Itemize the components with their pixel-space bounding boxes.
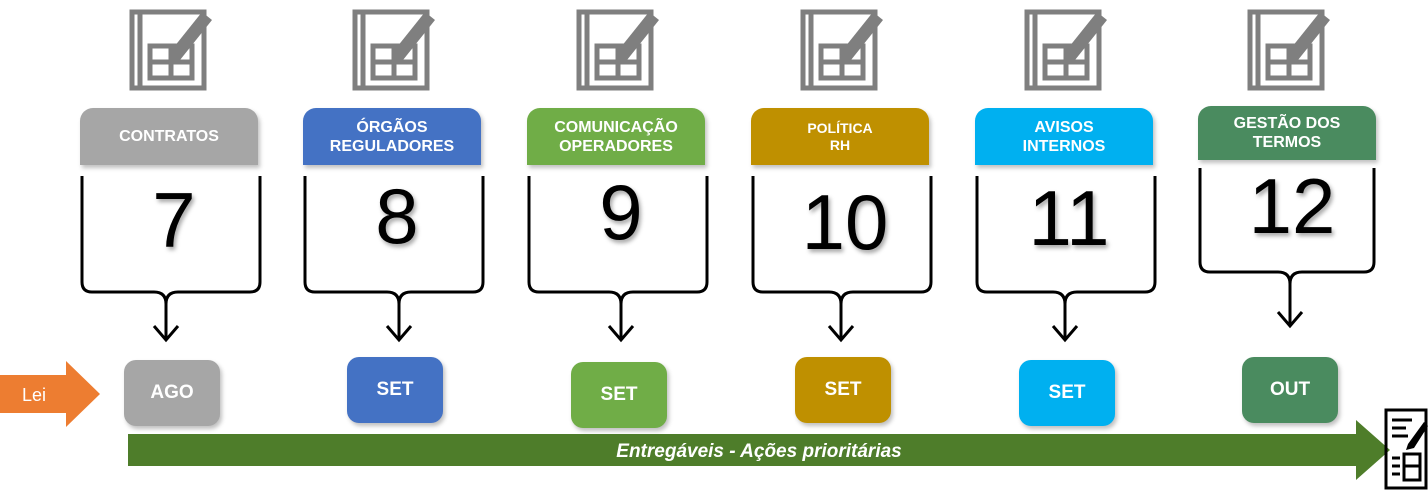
item-number: 10 [801,178,889,266]
deliverable-label: SET [1048,382,1086,403]
lei-arrow: Lei [0,361,102,427]
deliverable-badge: AGO [124,360,220,426]
blueprint-pencil-icon [1024,9,1107,91]
deliverable-label: SET [376,379,414,400]
blueprint-pencil-icon [352,9,435,91]
deliverable-label: AGO [150,382,194,403]
timeline-label: Entregáveis - Ações prioritárias [616,441,902,462]
bracket-arrow [975,176,1157,343]
bracket-arrow [80,176,262,343]
blueprint-pencil-icon [1247,9,1330,91]
bracket-arrow [751,176,933,343]
category-header: ÓRGÃOS REGULADORES [303,108,481,165]
deliverable-badge: SET [347,357,443,423]
lei-arrow-shape [0,361,100,427]
category-label: ÓRGÃOS REGULADORES [329,118,455,155]
item-number: 9 [599,168,643,256]
category-label: GESTÃO DOS TERMOS [1233,115,1341,151]
category-header: POLÍTICA RH [751,108,929,165]
column-gestao-dos-termos: GESTÃO DOS TERMOS 12 [1198,0,1388,430]
column-avisos-internos: AVISOS INTERNOS 11 [975,0,1165,430]
category-label: COMUNICAÇÃO OPERADORES [554,118,678,155]
deliverable-badge: SET [795,357,891,423]
column-politica-rh: POLÍTICA RH 10 [751,0,941,430]
bracket-arrow [1198,168,1376,329]
bracket-arrow [527,176,709,343]
timeline-arrow [128,420,1390,480]
blueprint-pencil-icon [576,9,659,91]
lei-label: Lei [22,385,47,405]
blueprint-pencil-icon [129,9,212,91]
category-label: POLÍTICA RH [807,119,873,153]
deliverable-badge: SET [1019,360,1115,426]
form-document-icon [1384,408,1428,490]
category-header: GESTÃO DOS TERMOS [1198,106,1376,160]
deliverable-label: OUT [1269,379,1311,400]
category-header: AVISOS INTERNOS [975,108,1153,165]
category-label: AVISOS INTERNOS [1022,118,1106,155]
item-number: 11 [1028,174,1110,262]
category-label: CONTRATOS [119,128,219,145]
column-comunicacao-operadores: COMUNICAÇÃO OPERADORES 9 [527,0,717,430]
deliverable-label: SET [600,384,638,405]
column-orgaos-reguladores: ÓRGÃOS REGULADORES 8 [303,0,493,430]
deliverable-badge: OUT [1242,357,1338,423]
item-number: 8 [375,172,419,260]
deliverable-label: SET [824,379,862,400]
bracket-arrow [303,176,485,343]
column-contratos: CONTRATOS 7 [80,0,270,430]
category-header: CONTRATOS [80,108,258,165]
item-number: 7 [152,176,196,264]
category-header: COMUNICAÇÃO OPERADORES [527,108,705,165]
item-number: 12 [1248,162,1336,250]
blueprint-pencil-icon [800,9,883,91]
deliverable-badge: SET [571,362,667,428]
